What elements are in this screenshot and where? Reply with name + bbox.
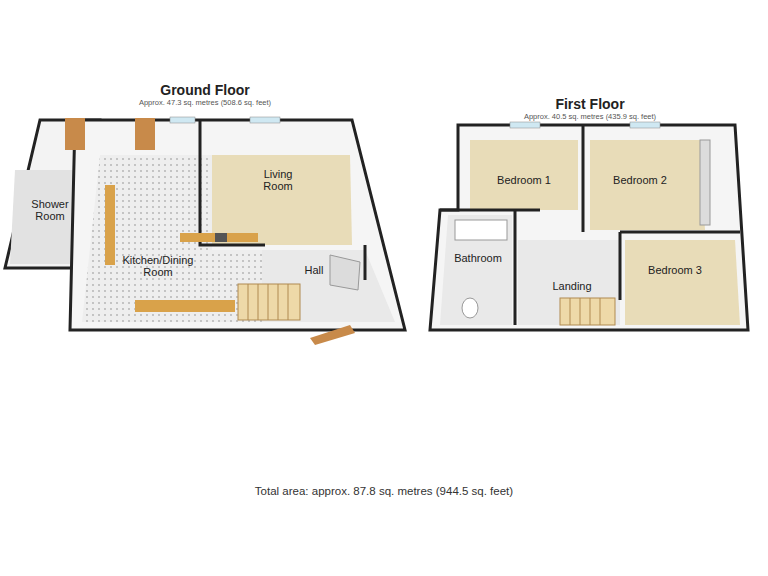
floor-title: First Floor bbox=[425, 96, 755, 112]
room: Landing bbox=[518, 240, 620, 298]
room: Bedroom 2 bbox=[590, 140, 700, 230]
room-name: Shower Room bbox=[27, 198, 73, 222]
room: Shower Room bbox=[10, 170, 96, 265]
floor-area: Approx. 40.5 sq. metres (435.9 sq. feet) bbox=[425, 112, 755, 121]
room: Living Room bbox=[212, 155, 352, 245]
room: Bathroom bbox=[442, 215, 512, 325]
room-name: Bathroom bbox=[448, 252, 508, 264]
room-name: Bedroom 2 bbox=[600, 174, 680, 186]
floor-plan: First FloorApprox. 40.5 sq. metres (435.… bbox=[425, 92, 755, 338]
room: Bedroom 3 bbox=[625, 240, 735, 325]
room-name: Hall bbox=[294, 264, 334, 276]
room: Kitchen/Dining Room bbox=[82, 155, 212, 322]
floor-title: Ground Floor bbox=[0, 82, 410, 98]
room-name: Landing bbox=[537, 280, 607, 292]
floor-plan: Ground FloorApprox. 47.3 sq. metres (508… bbox=[0, 78, 410, 340]
room-name: Bedroom 3 bbox=[635, 264, 715, 276]
total-area-caption: Total area: approx. 87.8 sq. metres (944… bbox=[0, 485, 768, 497]
room: Bedroom 1 bbox=[470, 140, 578, 210]
room-name: Bedroom 1 bbox=[484, 174, 564, 186]
floor-area: Approx. 47.3 sq. metres (508.6 sq. feet) bbox=[0, 98, 410, 107]
room-name: Living Room bbox=[248, 168, 308, 192]
room-name: Kitchen/Dining Room bbox=[113, 254, 203, 278]
room: Hall bbox=[262, 250, 392, 322]
